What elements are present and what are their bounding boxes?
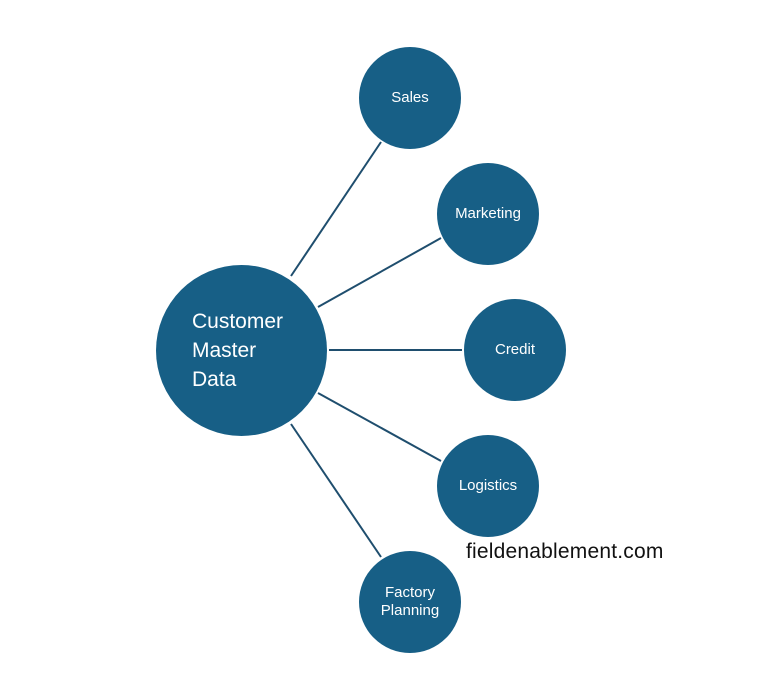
connector-hub-sales	[290, 141, 382, 277]
node-factory-planning-label: Factory Planning	[380, 584, 440, 619]
node-marketing: Marketing	[437, 163, 539, 265]
node-sales-label: Sales	[391, 89, 429, 106]
connector-hub-logistics	[317, 392, 442, 462]
hub-node-customer-master-data: Customer Master Data	[156, 265, 327, 436]
node-logistics-label: Logistics	[458, 477, 518, 494]
hub-node-label: Customer Master Data	[192, 310, 284, 391]
watermark-text: fieldenablement.com	[466, 540, 664, 563]
node-factory-planning: Factory Planning	[359, 551, 461, 653]
node-sales: Sales	[359, 47, 461, 149]
node-credit: Credit	[464, 299, 566, 401]
node-logistics: Logistics	[437, 435, 539, 537]
connector-hub-factory-planning	[290, 423, 382, 558]
node-credit-label: Credit	[494, 341, 535, 358]
connector-hub-marketing	[317, 237, 442, 308]
node-marketing-label: Marketing	[455, 205, 521, 222]
